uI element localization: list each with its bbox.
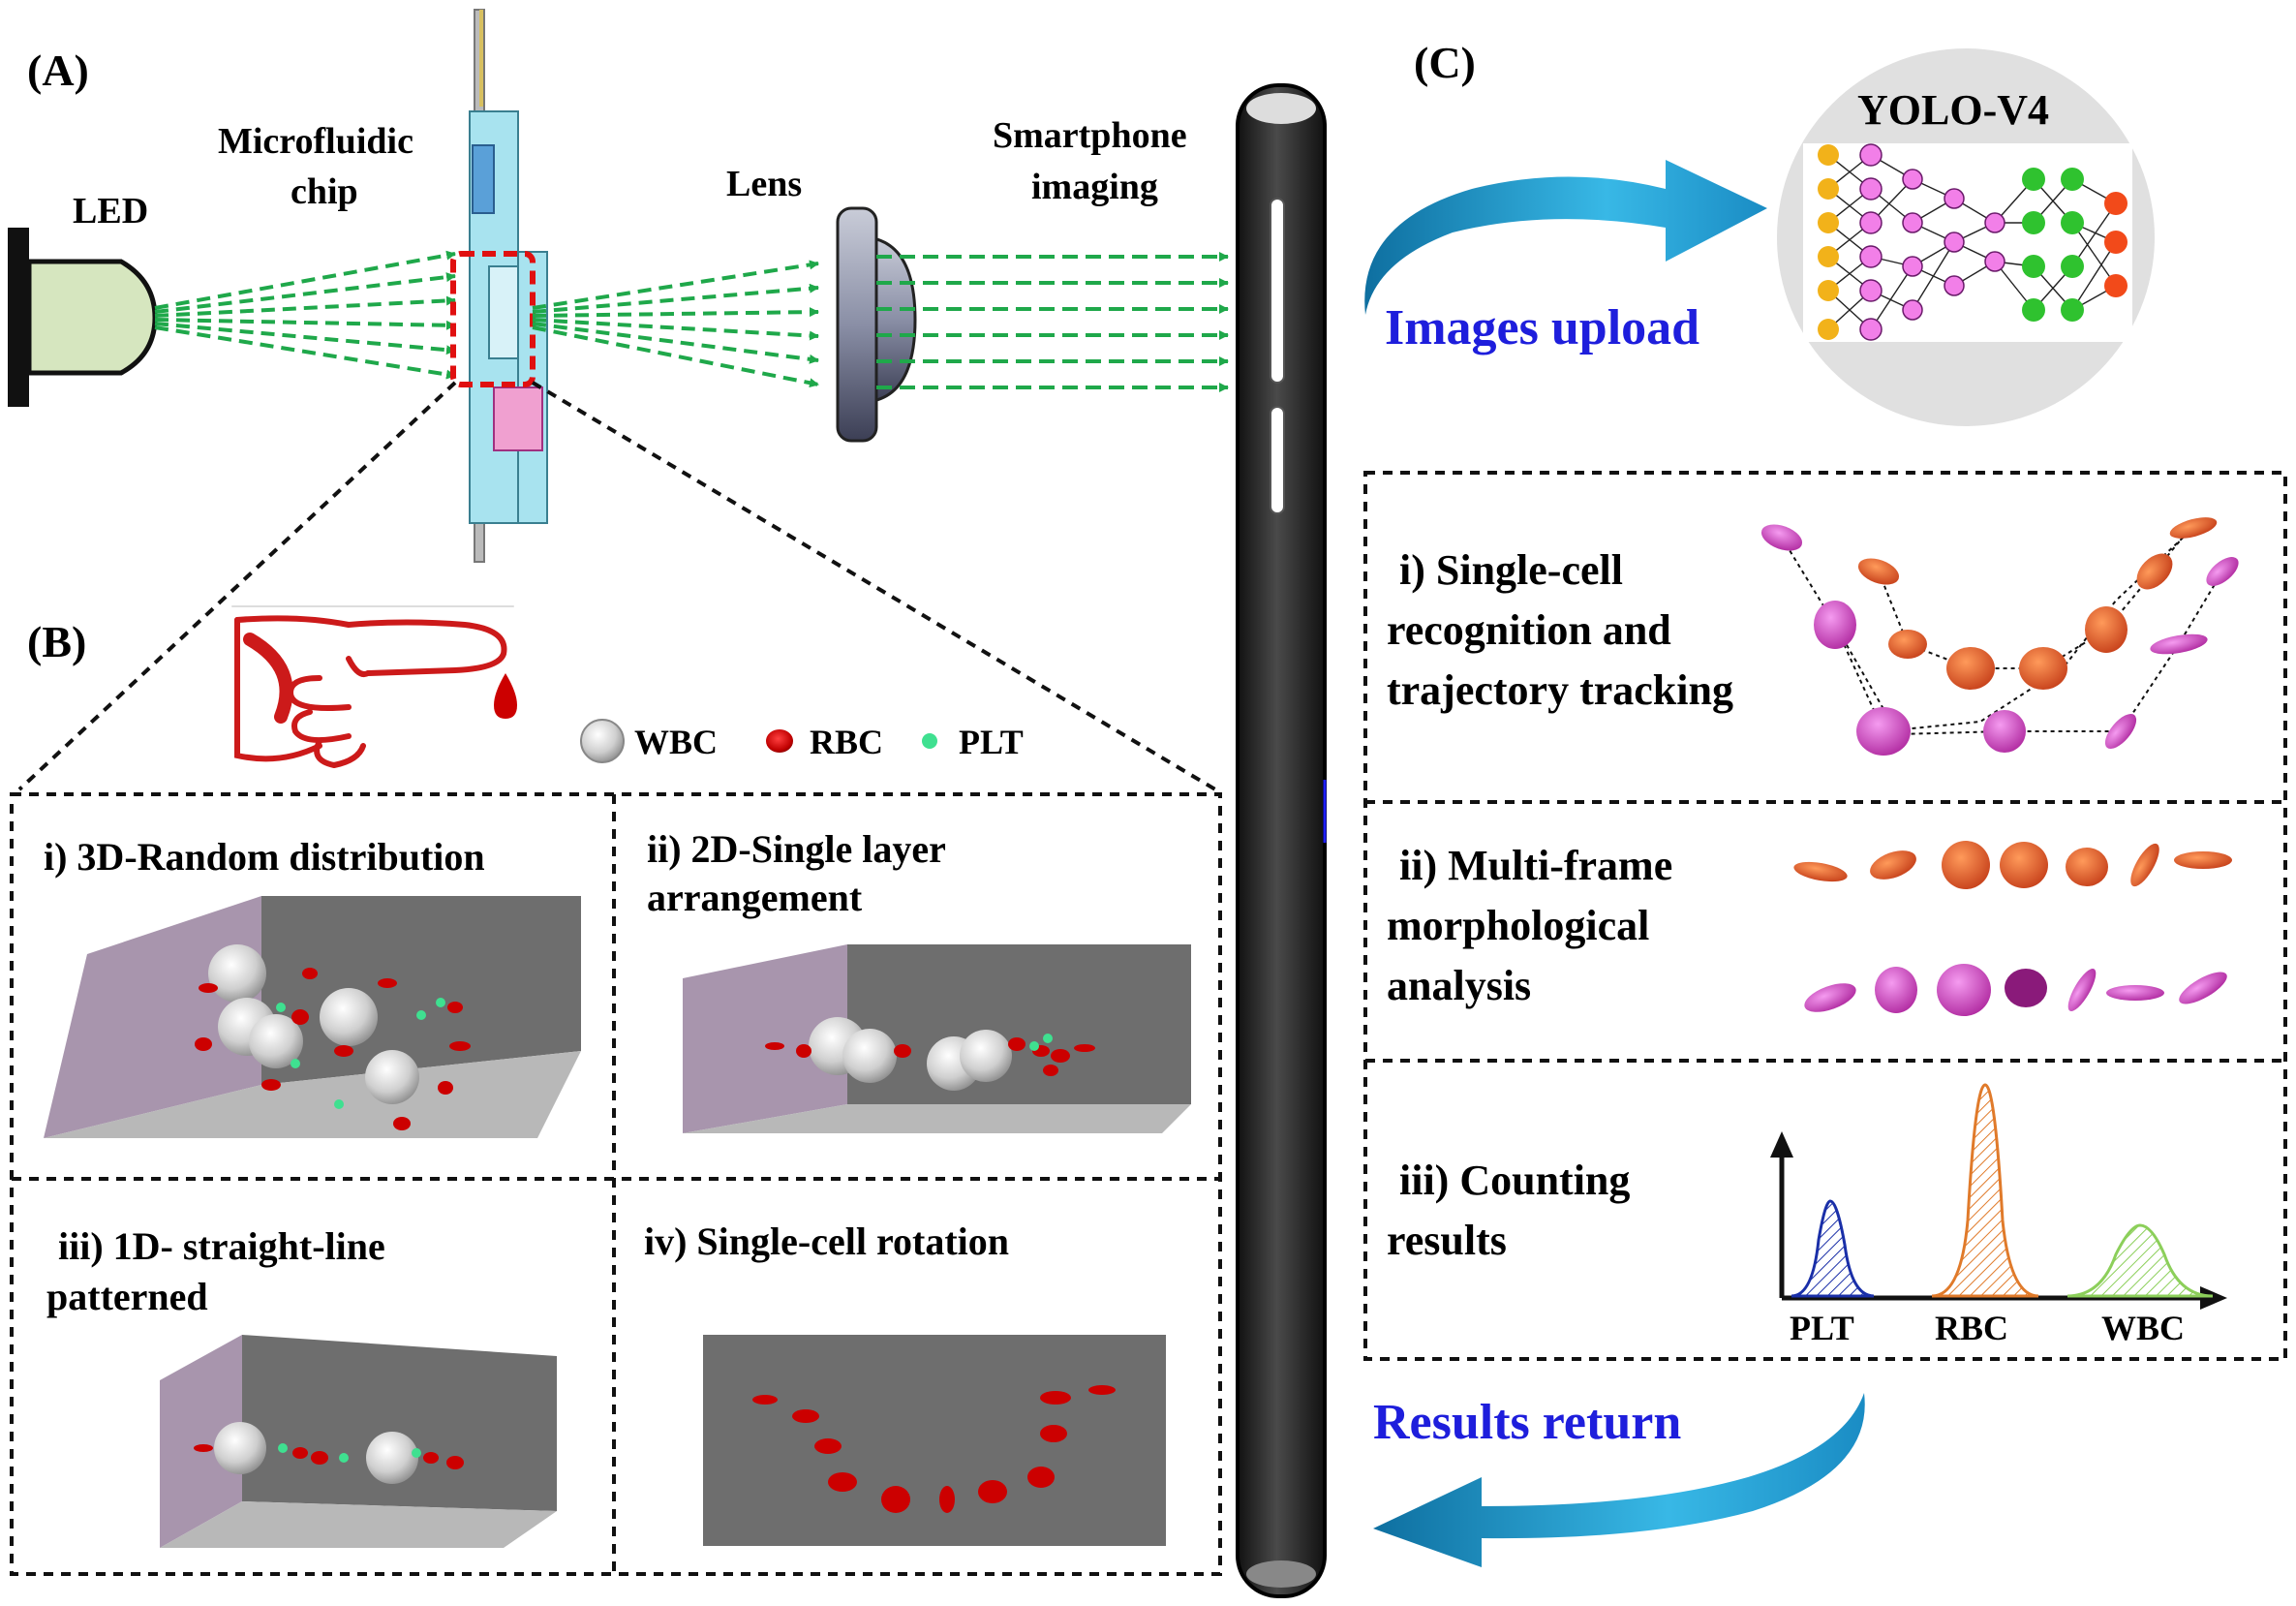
plt-peak <box>1791 1199 1875 1298</box>
chip-beams <box>532 260 819 388</box>
led-beams <box>154 250 456 380</box>
morph-pink-frames <box>1804 964 2227 1016</box>
chamber-1d <box>160 1335 557 1548</box>
images-upload-label: Images upload <box>1385 300 1699 355</box>
plt-legend-label: PLT <box>959 723 1024 761</box>
yolo-model-label: YOLO-V4 <box>1857 86 2049 134</box>
dist-2d-title-line1: ii) 2D-Single layer <box>647 827 946 871</box>
led-source <box>8 228 158 407</box>
counting-chart: PLT RBC WBC <box>1770 1083 2227 1347</box>
chamber-3d <box>44 896 581 1138</box>
panel-c-label: (C) <box>1414 38 1476 87</box>
led-label: LED <box>73 191 148 232</box>
yolo-network-icon <box>1803 143 2132 342</box>
chamber-2d <box>683 944 1191 1133</box>
smartphone-label-line2: imaging <box>1031 167 1158 207</box>
cell-legend: WBC RBC PLT <box>580 719 1024 763</box>
analysis-count-line1: iii) Counting <box>1399 1157 1630 1204</box>
cells-1d <box>194 1422 464 1484</box>
tracked-cells <box>1760 517 2239 756</box>
chip-roi-box <box>450 251 536 387</box>
cells-3d <box>195 944 471 1130</box>
rbc-legend-label: RBC <box>810 723 883 761</box>
blood-drop-icon <box>494 673 517 719</box>
dist-rotation-title: iv) Single-cell rotation <box>644 1220 1009 1263</box>
rbc-legend-icon <box>766 729 793 753</box>
panel-c-grid <box>1363 471 2287 1361</box>
cells-2d <box>765 1017 1095 1091</box>
morph-orange-frames <box>1793 841 2232 889</box>
smartphone <box>1236 83 1327 1598</box>
analysis-morph-line2: morphological <box>1387 902 1649 949</box>
lens-beams <box>876 252 1229 392</box>
analysis-tracking-line2: recognition and <box>1387 606 1671 654</box>
analysis-count-line2: results <box>1387 1217 1507 1264</box>
chart-category-rbc: RBC <box>1935 1309 2008 1347</box>
zoom-line-left <box>17 381 457 791</box>
panel-a-label: (A) <box>27 46 89 95</box>
chart-category-plt: PLT <box>1790 1309 1854 1347</box>
microfluidic-chip <box>469 9 548 563</box>
return-arrow-icon <box>1373 1393 1865 1567</box>
analysis-morph-line3: analysis <box>1387 962 1531 1009</box>
rbc-peak <box>1931 1083 2039 1298</box>
dist-1d-title-line2: patterned <box>46 1275 208 1318</box>
smartphone-label-line1: Smartphone <box>993 115 1187 156</box>
chip-label-line1: Microfluidic <box>218 121 413 162</box>
cells-rotation <box>752 1385 1116 1513</box>
analysis-tracking-line3: trajectory tracking <box>1387 666 1733 714</box>
dist-3d-title: i) 3D-Random distribution <box>44 835 485 879</box>
upload-arrow-icon <box>1364 160 1767 315</box>
chip-label-line2: chip <box>291 171 358 212</box>
chart-category-wbc: WBC <box>2101 1309 2185 1347</box>
wbc-legend-icon <box>580 719 625 763</box>
lens-label: Lens <box>726 164 802 204</box>
analysis-tracking-line1: i) Single-cell <box>1399 546 1623 594</box>
dist-1d-title-line1: iii) 1D- straight-line <box>58 1224 385 1268</box>
panel-b-label: (B) <box>27 617 86 666</box>
wbc-legend-label: WBC <box>634 723 718 761</box>
chamber-rotation <box>703 1335 1166 1546</box>
dist-2d-title-line2: arrangement <box>647 876 863 919</box>
lens <box>836 206 917 443</box>
analysis-morph-line1: ii) Multi-frame <box>1399 842 1672 889</box>
wbc-peak <box>2066 1223 2214 1298</box>
plt-legend-icon <box>922 733 937 749</box>
panel-b-grid <box>10 792 1222 1576</box>
finger-prick-icon <box>231 605 514 769</box>
results-return-label: Results return <box>1373 1395 1681 1450</box>
